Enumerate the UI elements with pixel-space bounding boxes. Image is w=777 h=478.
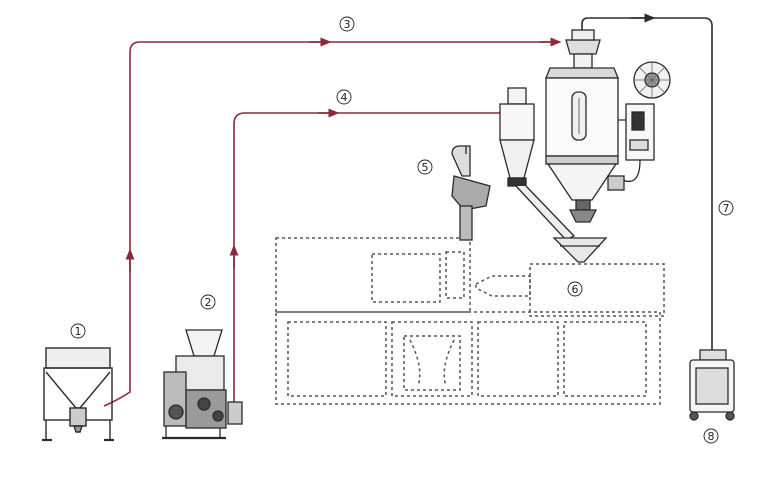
label-4-text: 4 bbox=[341, 91, 348, 104]
machine-mold-platen bbox=[445, 251, 465, 299]
label-3-text: 3 bbox=[344, 18, 351, 31]
label-5-text: 5 bbox=[422, 161, 429, 174]
machine-drop-chute bbox=[403, 335, 461, 391]
machine-base-panel-3 bbox=[477, 321, 559, 397]
machine-nozzle bbox=[475, 275, 531, 297]
machine-mold-window bbox=[371, 253, 441, 303]
injection-molding-machine bbox=[275, 237, 665, 405]
hopper-dryer bbox=[545, 29, 671, 263]
machine-injection-unit bbox=[529, 263, 665, 317]
label-6: 6 bbox=[567, 281, 583, 297]
machine-clamp-unit bbox=[275, 237, 471, 313]
machine-base-panel-4 bbox=[563, 321, 647, 397]
machine-base-panel-1 bbox=[287, 321, 387, 397]
label-6-text: 6 bbox=[572, 283, 579, 296]
granulator-unit-2 bbox=[162, 329, 243, 440]
label-1: 1 bbox=[70, 323, 86, 339]
label-7: 7 bbox=[718, 200, 734, 216]
label-7-text: 7 bbox=[723, 202, 730, 215]
cyclone-separator bbox=[499, 87, 576, 241]
machine-base bbox=[275, 311, 661, 405]
label-3: 3 bbox=[339, 16, 355, 32]
label-2-text: 2 bbox=[205, 296, 212, 309]
machine-base-panel-2 bbox=[391, 321, 473, 397]
label-8: 8 bbox=[703, 428, 719, 444]
label-4: 4 bbox=[336, 89, 352, 105]
number-labels: 1 2 3 4 5 6 7 8 bbox=[70, 16, 734, 444]
label-8-text: 8 bbox=[708, 430, 715, 443]
material-hopper-unit-1 bbox=[42, 347, 114, 442]
label-2: 2 bbox=[200, 294, 216, 310]
pipe-line-3 bbox=[103, 41, 560, 407]
pipe-line-4 bbox=[233, 112, 502, 408]
label-5: 5 bbox=[417, 159, 433, 175]
conveying-pipes bbox=[103, 13, 713, 408]
label-1-text: 1 bbox=[75, 325, 82, 338]
filter-unit-8 bbox=[689, 349, 735, 421]
auto-loader-unit-5 bbox=[451, 145, 491, 241]
